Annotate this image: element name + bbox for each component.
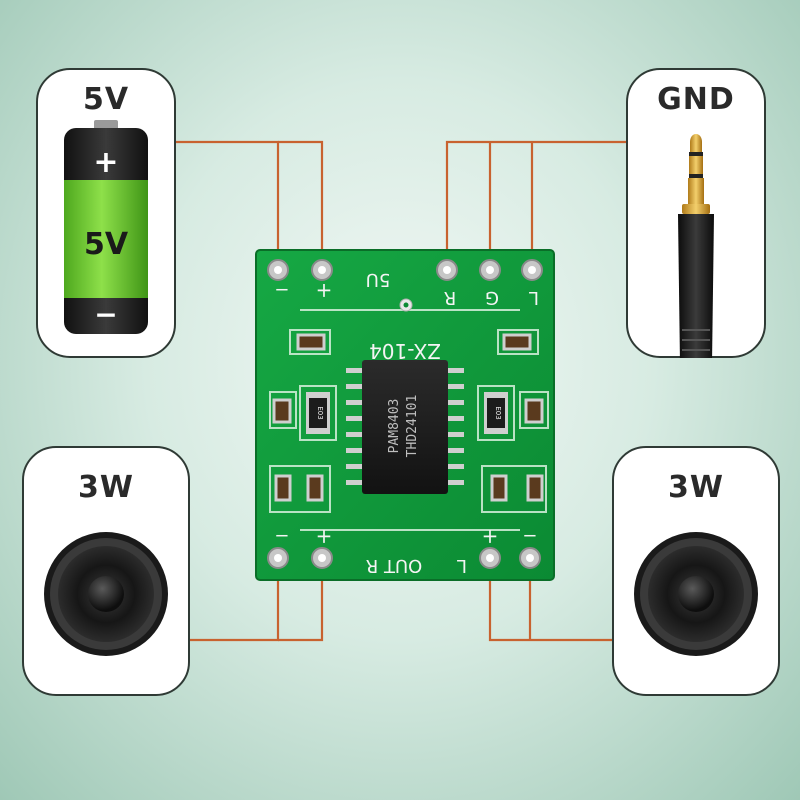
resistor-code-right: E03 xyxy=(494,406,502,419)
pcb-label-bottom-plus: + xyxy=(316,525,333,549)
left-speaker-power-label: 3W xyxy=(78,470,134,505)
wire-jack-r xyxy=(445,140,626,270)
left-speaker-card: 3W xyxy=(22,446,190,696)
pcb-label-top-l: L xyxy=(529,287,539,308)
pcb-label-top-minus: − xyxy=(274,279,289,300)
chip-label-line1: PAM8403 xyxy=(387,399,402,454)
pcb-label-top-plus: + xyxy=(316,279,333,303)
pcb-label-bottom-l: L xyxy=(457,555,467,576)
audio-jack-icon xyxy=(678,134,714,358)
pcb-resistor-right: E03 xyxy=(484,392,508,434)
pcb-label-power: 5U xyxy=(366,269,391,290)
pcb-label-top-r: R xyxy=(444,287,457,308)
pcb-label-bottom-minus: − xyxy=(274,525,289,546)
battery-card: 5V + 5V − xyxy=(36,68,176,358)
pcb-label-top-g: G xyxy=(485,287,499,308)
wire-speaker-right-plus xyxy=(488,558,612,642)
pcb-model-label: ZX-104 xyxy=(369,339,441,363)
wire-battery-plus xyxy=(278,140,324,270)
pcb-ic-chip: PAM8403 THD24101 xyxy=(346,360,464,494)
jack-ground-label: GND xyxy=(657,82,735,117)
battery-minus-sign: − xyxy=(94,298,117,331)
pcb-pads-top xyxy=(267,259,543,281)
left-speaker-icon xyxy=(44,532,168,656)
chip-label-line2: THD24101 xyxy=(405,395,420,458)
pcb-smd-components xyxy=(272,333,544,502)
battery-voltage-label: 5V xyxy=(82,82,130,117)
right-speaker-card: 3W xyxy=(612,446,780,696)
pcb-resistor-left: E03 xyxy=(306,392,330,434)
pcb-label-bottom-right-plus: + xyxy=(482,525,499,549)
resistor-code-left: E03 xyxy=(316,406,324,419)
right-speaker-power-label: 3W xyxy=(668,470,724,505)
right-speaker-icon xyxy=(634,532,758,656)
pcb-label-out-r: OUT R xyxy=(366,555,423,576)
pcb-label-bottom-right-minus: − xyxy=(522,525,537,546)
battery-body-voltage: 5V xyxy=(84,227,129,262)
battery-plus-sign: + xyxy=(93,145,118,180)
audio-jack-card: GND xyxy=(626,68,766,358)
pcb-pads-bottom xyxy=(267,547,541,569)
battery-icon: + 5V − xyxy=(64,120,148,334)
wire-speaker-left-plus xyxy=(278,558,324,642)
